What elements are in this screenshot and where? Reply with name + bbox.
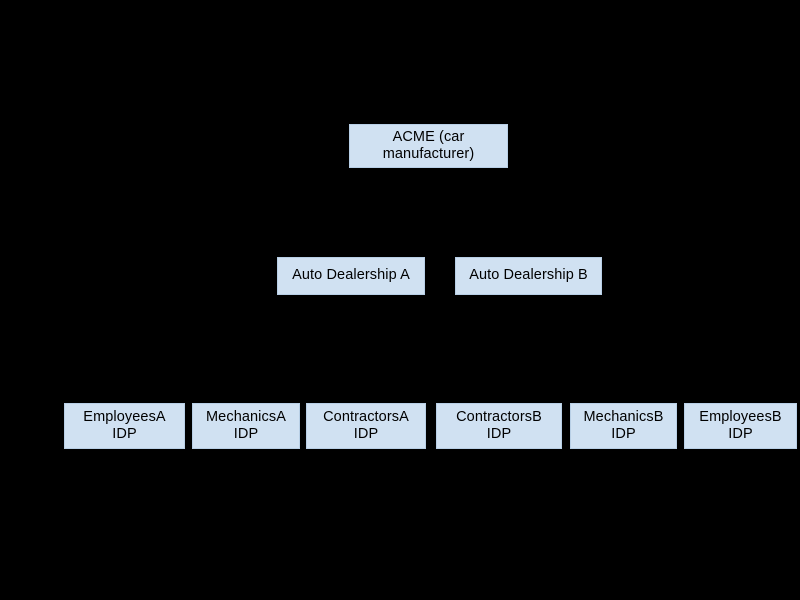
node-auto-dealership-a[interactable]: Auto Dealership A <box>277 257 425 295</box>
node-mechanicsa-idp[interactable]: MechanicsA IDP <box>192 403 300 449</box>
node-mechanicsa-idp-label: MechanicsA IDP <box>206 408 286 442</box>
connector-to-mechanics-a <box>246 355 247 403</box>
node-auto-dealership-b[interactable]: Auto Dealership B <box>455 257 602 295</box>
node-auto-dealership-b-label: Auto Dealership B <box>469 267 588 284</box>
connector-to-dealer-b <box>528 212 529 257</box>
connector-to-mechanics-b <box>623 355 624 403</box>
connector-dealer-a-drop <box>351 295 352 355</box>
node-mechanicsb-idp-label: MechanicsB IDP <box>583 408 664 442</box>
connector-to-employees-b <box>740 355 741 403</box>
connector-to-employees-a <box>124 355 125 403</box>
node-acme-label: ACME (car manufacturer) <box>382 128 475 162</box>
node-contractorsb-idp-label: ContractorsB IDP <box>456 408 542 442</box>
node-acme[interactable]: ACME (car manufacturer) <box>349 124 508 168</box>
node-employeesb-idp-label: EmployeesB IDP <box>699 408 782 442</box>
node-contractorsa-idp-label: ContractorsA IDP <box>323 408 409 442</box>
connector-acme-to-dealerships <box>428 168 429 212</box>
connector-dealer-b-bus <box>499 355 741 356</box>
node-employeesa-idp[interactable]: EmployeesA IDP <box>64 403 185 449</box>
connector-to-dealer-a <box>351 212 352 257</box>
connector-dealer-b-drop <box>528 295 529 355</box>
node-contractorsa-idp[interactable]: ContractorsA IDP <box>306 403 426 449</box>
node-contractorsb-idp[interactable]: ContractorsB IDP <box>436 403 562 449</box>
node-mechanicsb-idp[interactable]: MechanicsB IDP <box>570 403 677 449</box>
connector-dealer-a-bus <box>124 355 366 356</box>
node-employeesa-idp-label: EmployeesA IDP <box>83 408 166 442</box>
connector-to-contractors-a <box>366 355 367 403</box>
node-employeesb-idp[interactable]: EmployeesB IDP <box>684 403 797 449</box>
connector-dealership-bus <box>351 212 528 213</box>
node-auto-dealership-a-label: Auto Dealership A <box>292 267 410 284</box>
connector-to-contractors-b <box>499 355 500 403</box>
